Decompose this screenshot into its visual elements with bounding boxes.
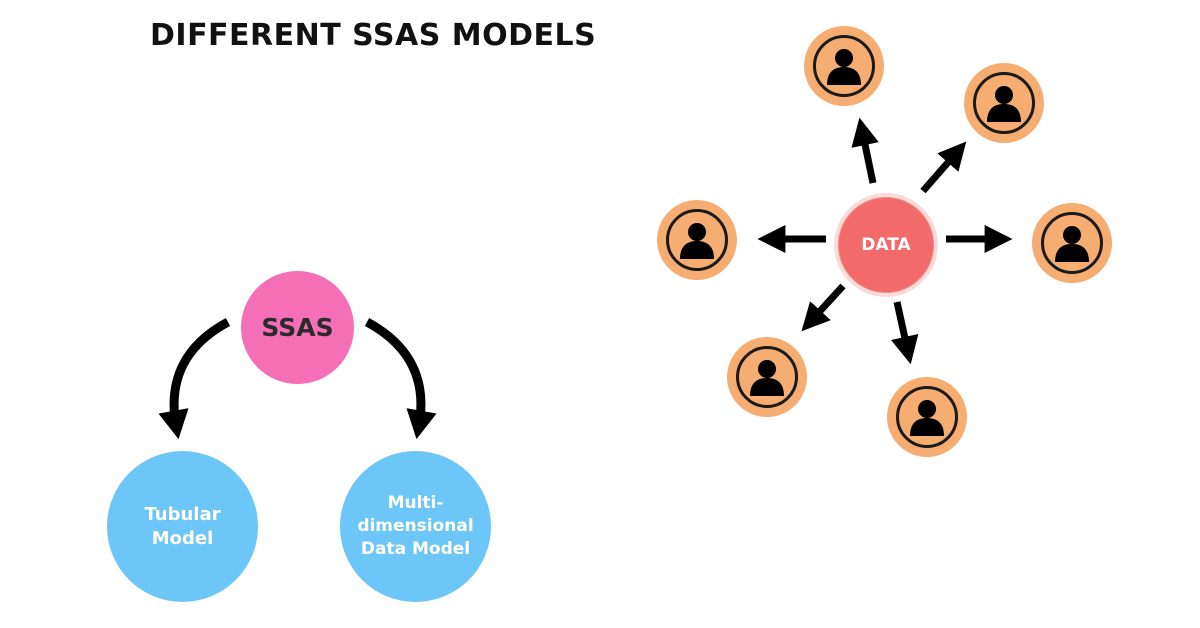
arrow-data-to-user-top xyxy=(851,117,879,184)
user-node-top xyxy=(804,26,884,106)
user-node-right xyxy=(1032,203,1112,283)
user-node-bottom xyxy=(887,377,967,457)
data-node: DATA xyxy=(834,193,938,297)
arrow-ssas-to-multidimensional xyxy=(364,318,437,440)
user-icon xyxy=(910,400,944,436)
page-title: DIFFERENT SSAS MODELS xyxy=(150,18,597,53)
tubular-model-node: Tubular Model xyxy=(107,451,258,602)
arrow-data-to-user-bottom-left xyxy=(801,283,846,332)
arrow-data-to-user-bottom xyxy=(891,301,919,365)
user-icon xyxy=(680,223,714,259)
user-icon xyxy=(987,86,1021,122)
user-node-left xyxy=(657,200,737,280)
user-node-top-right xyxy=(964,63,1044,143)
arrow-ssas-to-tubular xyxy=(158,318,231,440)
user-icon xyxy=(1055,226,1089,262)
multidimensional-model-node: Multi-dimensional Data Model xyxy=(340,451,491,602)
ssas-node: SSAS xyxy=(241,271,354,384)
user-node-bottom-left xyxy=(727,337,807,417)
user-icon xyxy=(827,49,861,85)
arrow-data-to-user-top-right xyxy=(920,141,967,194)
user-icon xyxy=(750,360,784,396)
